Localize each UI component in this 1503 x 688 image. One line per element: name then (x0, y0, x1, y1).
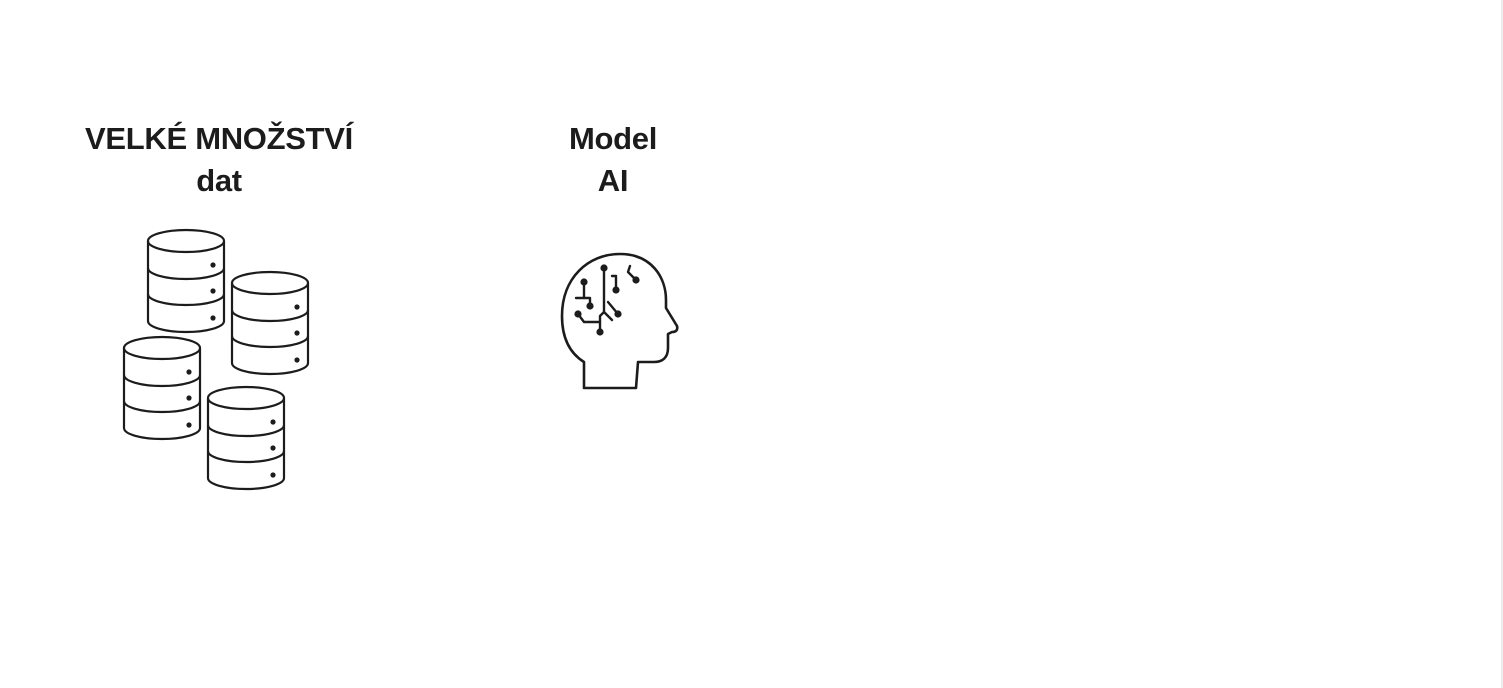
model-title-line1: Model (568, 121, 658, 156)
database-cylinder (146, 228, 226, 334)
model-block-title: Model AI (513, 118, 713, 202)
data-title-line1: VELKÉ MNOŽSTVÍ (85, 121, 353, 156)
database-cylinder (122, 335, 202, 441)
data-title-line2: dat (196, 163, 242, 198)
database-cylinder (206, 385, 286, 491)
database-cylinder (230, 270, 310, 376)
ai-head-circuit-icon (560, 252, 679, 390)
data-block-title: VELKÉ MNOŽSTVÍ dat (59, 118, 379, 202)
slide-right-edge (1501, 0, 1503, 688)
head-outline (560, 252, 679, 390)
database-stack-icon (122, 228, 310, 491)
model-title-line2: AI (597, 163, 629, 198)
